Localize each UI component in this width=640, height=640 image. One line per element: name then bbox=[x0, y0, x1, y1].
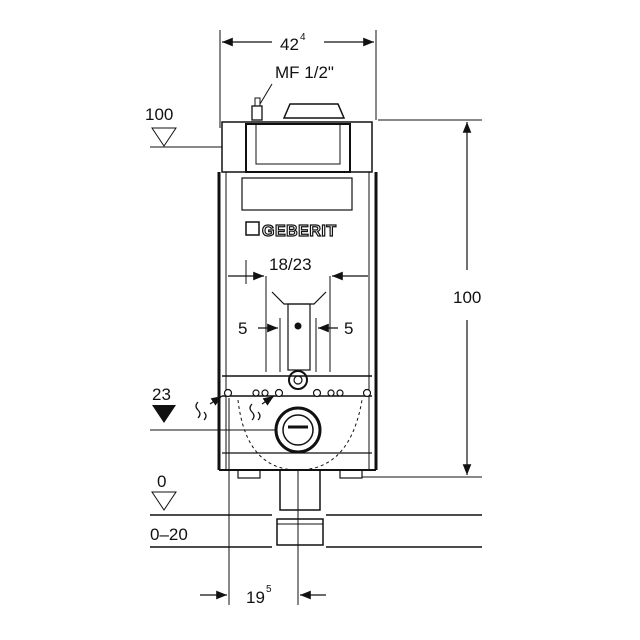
height-dimension: 100 bbox=[362, 119, 482, 478]
outlet-dimension: 18/23 bbox=[228, 255, 368, 372]
bottom-dimension-label: 19 bbox=[246, 588, 265, 607]
flush-connection-label: MF 1/2" bbox=[275, 63, 334, 82]
left-offset-label: 5 bbox=[238, 319, 247, 338]
level-23-label: 23 bbox=[152, 385, 171, 404]
offset-dimensions: 5 5 bbox=[238, 318, 353, 372]
right-offset-label: 5 bbox=[344, 319, 353, 338]
cistern bbox=[221, 97, 373, 211]
outlet-dimension-label: 18/23 bbox=[269, 255, 312, 274]
floor-range-label: 0–20 bbox=[150, 525, 188, 544]
bottom-dimension: 19 5 bbox=[200, 398, 326, 607]
width-dimension: 42 4 bbox=[219, 30, 377, 128]
level-marker-100: 100 bbox=[145, 105, 222, 148]
height-label: 100 bbox=[453, 288, 481, 307]
width-label: 42 bbox=[280, 35, 299, 54]
level-marker-23: 23 bbox=[150, 385, 276, 431]
bottom-dimension-sup: 5 bbox=[266, 584, 272, 595]
floor-levels: 0 0–20 bbox=[150, 469, 482, 548]
width-label-sup: 4 bbox=[300, 32, 306, 43]
svg-text:GEBERIT: GEBERIT bbox=[262, 223, 337, 240]
level-100-label: 100 bbox=[145, 105, 173, 124]
geberit-logo: GEBERIT bbox=[245, 221, 337, 241]
level-0-label: 0 bbox=[157, 472, 166, 491]
